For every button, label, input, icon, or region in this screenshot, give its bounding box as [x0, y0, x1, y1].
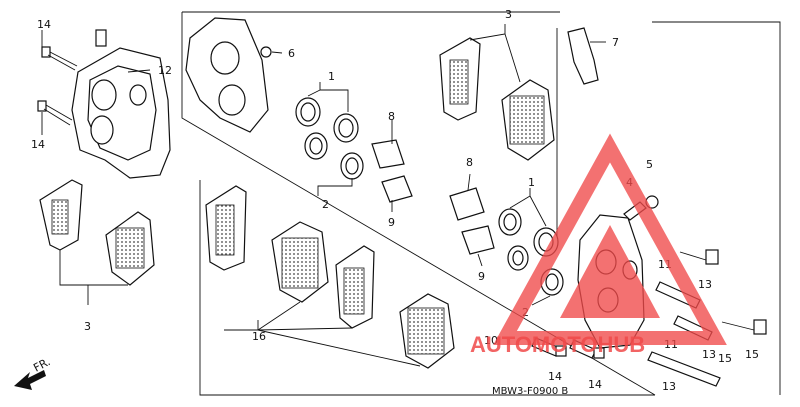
caliper-body-center [185, 17, 269, 133]
front-direction-arrow: FR. [14, 355, 52, 390]
callout-14-d: 14 [588, 378, 602, 391]
fr-label: FR. [31, 355, 52, 374]
group-outline-upper [181, 11, 781, 396]
callout-2-a: 2 [322, 198, 329, 211]
piston-seal-upper-b [333, 113, 359, 143]
caliper-body-left [71, 29, 171, 179]
bolt-lower-left [37, 100, 73, 126]
brake-pad-upper-b [501, 79, 555, 161]
callout-8-a: 8 [388, 110, 395, 123]
bleed-cap [260, 46, 272, 58]
callout-14-b: 14 [31, 138, 45, 151]
leader-lines [41, 24, 606, 367]
brake-pad-left-b [105, 211, 155, 286]
callout-3-b: 3 [84, 320, 91, 333]
callout-14-c: 14 [548, 370, 562, 383]
brake-pad-upper-a [439, 37, 481, 121]
callout-16: 16 [252, 330, 266, 343]
callout-1-b: 1 [528, 176, 535, 189]
dust-seal-upper-b [340, 152, 364, 180]
piston-lower-a [449, 187, 485, 221]
brake-pad-lower-a [205, 185, 247, 271]
callout-15-a: 15 [718, 352, 732, 365]
callout-6: 6 [288, 47, 295, 60]
brake-pad-lower-c [335, 245, 375, 329]
piston-upper-a [371, 139, 405, 169]
brake-pad-lower-b [271, 221, 329, 303]
diagram-code: MBW3-F0900 B [492, 386, 568, 397]
callout-13-c: 13 [662, 380, 676, 393]
callout-3-a: 3 [505, 8, 512, 21]
callout-1-a: 1 [328, 70, 335, 83]
callout-9-b: 9 [478, 270, 485, 283]
callout-13-a: 13 [698, 278, 712, 291]
bolt-right-a [679, 249, 719, 265]
brake-pad-left-a [39, 179, 83, 251]
callout-14-a: 14 [37, 18, 51, 31]
callout-7: 7 [612, 36, 619, 49]
bolt-right-d [721, 319, 767, 335]
automotohub-watermark-logo [493, 133, 727, 345]
callout-9-a: 9 [388, 216, 395, 229]
piston-seal-upper-a [295, 97, 321, 127]
piston-lower-b [461, 225, 495, 255]
pad-spring [567, 27, 599, 85]
callout-15-b: 15 [745, 348, 759, 361]
piston-upper-b [381, 175, 413, 203]
piston-seal-lower-a [498, 208, 522, 236]
dust-seal-lower-a [507, 245, 529, 271]
callout-12: 12 [158, 64, 172, 77]
brake-pad-lower-d [399, 293, 455, 369]
callout-5: 5 [646, 158, 653, 171]
bolt-right-e [647, 351, 721, 387]
bolt-upper-left [41, 46, 78, 71]
callout-8-b: 8 [466, 156, 473, 169]
callout-13-b: 13 [702, 348, 716, 361]
dust-seal-upper-a [304, 132, 328, 160]
watermark-text: AUTOMOTOHUB [470, 332, 645, 357]
